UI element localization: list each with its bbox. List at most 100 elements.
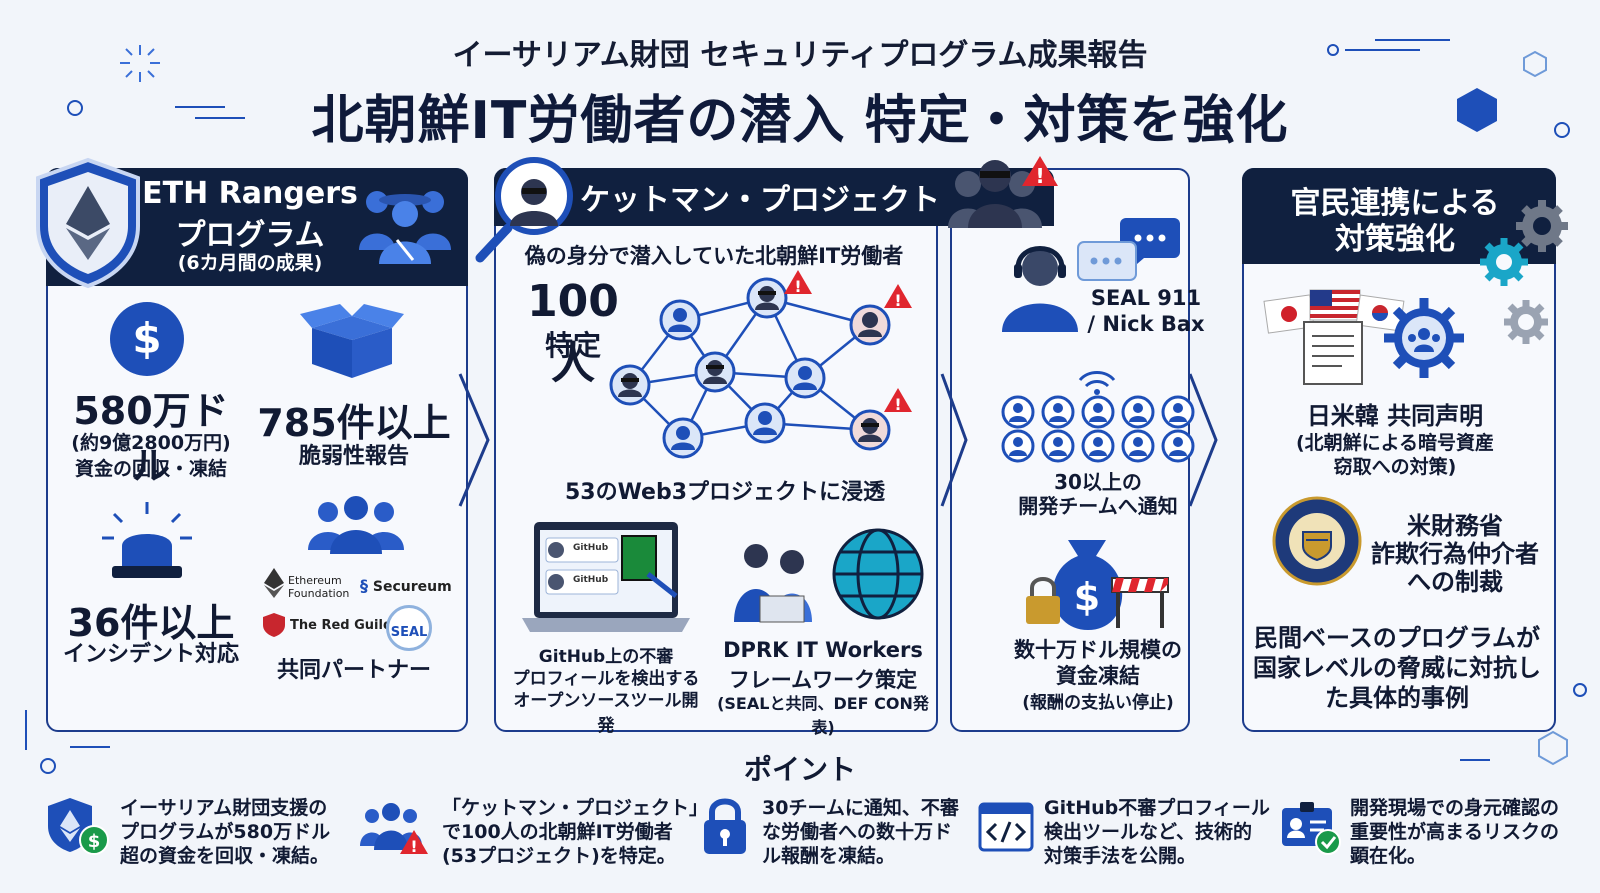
funds-yen: (約9億2800万円)	[71, 432, 231, 454]
funds-label: 資金の回収・凍結	[74, 458, 227, 480]
notify-line1: 30以上の	[1054, 470, 1142, 494]
point-4-line2: 検出ツールなど、技術的	[1044, 821, 1253, 843]
point-5-line2: 重要性が高まるリスクの	[1350, 821, 1560, 843]
point-4-line3: 対策手法を公開。	[1044, 845, 1197, 867]
partners-group-icon	[308, 496, 404, 554]
svg-text:!: !	[410, 837, 417, 856]
partner-red-guild: The Red Guild	[290, 618, 393, 633]
summary-line2: 国家レベルの脅威に対抗し	[1253, 654, 1541, 682]
point-3: 30チームに通知、不審 な労働者への数十万ド ル報酬を凍結。	[762, 796, 959, 868]
team-notification-grid-icon	[1001, 371, 1195, 463]
partner-seal: SEAL	[386, 605, 432, 651]
framework-line2: フレームワーク策定	[728, 668, 918, 692]
laptop-github-scan-icon	[522, 522, 690, 632]
support-agent-chat-icon	[1002, 218, 1180, 332]
vuln-label: 脆弱性報告	[298, 444, 409, 469]
point-2-line2: で100人の北朝鮮IT労働者	[442, 821, 673, 843]
svg-text:$: $	[88, 831, 101, 852]
points-title: ポイント	[743, 753, 856, 786]
point-1-line3: 超の資金を回収・凍結。	[120, 845, 330, 867]
treasury-seal-icon	[1272, 496, 1362, 586]
ketman-subtitle: 偽の身分で潜入していた北朝鮮IT労働者	[524, 244, 904, 268]
hacker-group-alert-icon: !	[948, 156, 1058, 228]
partner-seal-label: SEAL	[390, 625, 428, 640]
svg-text:!: !	[1035, 164, 1044, 188]
joint-statement-line2: (北朝鮮による暗号資産	[1295, 432, 1495, 454]
point-5-line1: 開発現場での身元確認の	[1350, 797, 1560, 819]
gears-icon	[1480, 200, 1568, 344]
panel-ketman-project	[494, 168, 938, 732]
point-1: イーサリアム財団支援の プログラムが580万ドル 超の資金を回収・凍結。	[120, 796, 330, 868]
eth-rangers-title-line2: プログラム	[175, 218, 325, 253]
notify-line2: 開発チームへ通知	[1018, 494, 1178, 518]
incident-label: インシデント対応	[62, 642, 239, 667]
ketman-title: ケットマン・プロジェクト	[580, 183, 940, 218]
svg-text:$: $	[1074, 575, 1100, 619]
github-tag-2: GitHub	[573, 575, 609, 585]
partner-ethereum-foundation: Ethereum Foundation	[288, 574, 350, 600]
group-alert-icon: !	[360, 803, 428, 856]
svg-text:$: $	[132, 314, 161, 363]
money-bag-freeze-icon: $	[1026, 540, 1169, 630]
point-1-line2: プログラムが580万ドル	[120, 821, 331, 843]
point-2-line3: (53プロジェクト)を特定。	[442, 845, 676, 867]
joint-statement-line1: 日米韓 共同声明	[1306, 402, 1484, 430]
point-3-line3: ル報酬を凍結。	[762, 845, 896, 867]
partners-label: 共同パートナー	[276, 658, 431, 683]
report-subtitle: イーサリアム財団 セキュリティプログラム成果報告	[452, 38, 1148, 73]
seal911-line2: / Nick Bax	[1087, 312, 1205, 336]
tool-line1: GitHub上の不審	[538, 647, 674, 667]
padlock-icon	[704, 798, 746, 854]
partner-secureum-label: Secureum	[372, 579, 452, 595]
seal911-line1: SEAL 911	[1090, 286, 1202, 310]
svg-text:!: !	[894, 395, 901, 414]
point-2-line1: 「ケットマン・プロジェクト」	[442, 797, 709, 819]
rangers-team-icon	[359, 191, 451, 264]
ketman-count-value: 100人	[527, 276, 619, 389]
treasury-line3: への制裁	[1407, 568, 1503, 596]
ethereum-shield-icon	[36, 157, 140, 289]
secureum-logo-icon: §	[360, 576, 368, 595]
point-5-line3: 顕在化。	[1350, 845, 1427, 867]
code-window-icon	[978, 802, 1034, 852]
summary-line1: 民間ベースのプログラムが	[1253, 624, 1541, 652]
dollar-coin-icon: $	[110, 302, 184, 376]
vuln-value: 785件以上	[257, 401, 451, 445]
freeze-line2: 資金凍結	[1056, 664, 1140, 688]
ethereum-foundation-logo-icon	[264, 568, 284, 598]
funds-value: 580万ドル	[73, 389, 229, 488]
svg-text:!: !	[894, 291, 901, 310]
tool-line2: プロフィールを検出する	[512, 669, 700, 689]
eth-rangers-title-line3: (6カ月間の成果)	[177, 252, 323, 274]
point-2: 「ケットマン・プロジェクト」 で100人の北朝鮮IT労働者 (53プロジェクト)…	[442, 796, 708, 868]
incident-value: 36件以上	[67, 601, 235, 645]
freeze-line1: 数十万ドル規模の	[1014, 638, 1182, 662]
id-card-check-icon	[1282, 802, 1341, 855]
joint-statement-line3: 窃取への対策)	[1333, 456, 1457, 478]
flow-chevron-3	[1188, 373, 1218, 507]
point-5: 開発現場での身元確認の 重要性が高まるリスクの 顕在化。	[1350, 796, 1559, 868]
shield-dollar-icon: $	[48, 798, 109, 855]
flags-joint-statement-icon	[1263, 289, 1464, 385]
public-private-title-line1: 官民連携による	[1290, 186, 1500, 221]
report-title: 北朝鮮IT労働者の潜入 特定・対策を強化	[311, 91, 1289, 151]
point-3-line1: 30チームに通知、不審	[762, 797, 959, 819]
team-laptop-globe-icon	[734, 528, 924, 623]
point-4: GitHub不審プロフィール 検出ツールなど、技術的 対策手法を公開。	[1044, 796, 1270, 868]
red-guild-logo-icon	[263, 613, 285, 637]
freeze-line3: (報酬の支払い停止)	[1022, 693, 1174, 713]
tool-line3: オープンソースツール開発	[513, 691, 699, 736]
open-box-icon	[300, 304, 404, 378]
point-3-line2: な労働者への数十万ド	[762, 821, 953, 843]
treasury-line2: 詐欺行為仲介者	[1371, 540, 1539, 568]
point-1-line1: イーサリアム財団支援の	[120, 797, 328, 819]
framework-line3: (SEALと共同、DEF CON発表)	[717, 694, 929, 737]
github-tag-1: GitHub	[573, 543, 609, 553]
eth-rangers-title-line1: ETH Rangers	[142, 176, 358, 211]
point-4-line1: GitHub不審プロフィール	[1044, 797, 1270, 819]
infiltration-network-diagram: ! ! !	[609, 270, 912, 459]
ketman-count-label: 特定	[544, 329, 601, 362]
flow-chevron-2	[940, 373, 968, 507]
web3-infiltration-label: 53のWeb3プロジェクトに浸透	[564, 480, 886, 505]
